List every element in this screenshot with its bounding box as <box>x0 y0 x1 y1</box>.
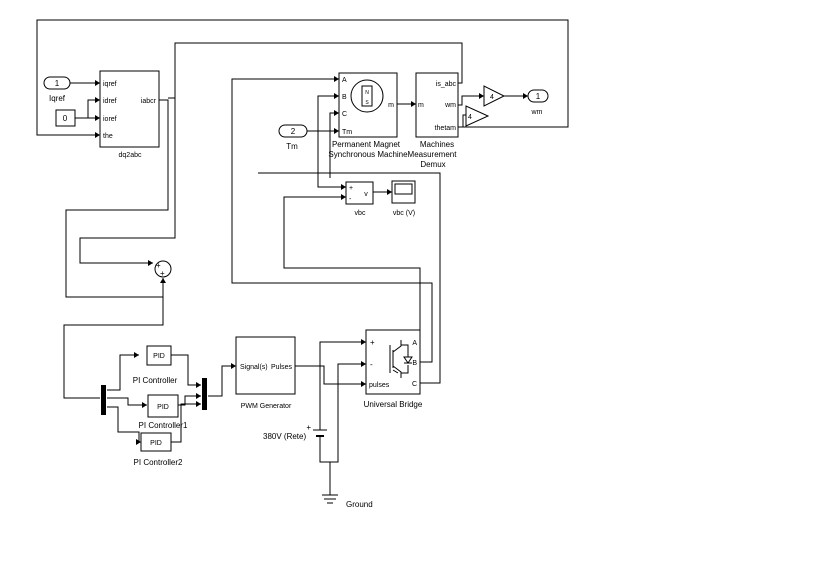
pid-text: PID <box>153 353 165 360</box>
bridge-port-plus: + <box>370 338 375 347</box>
pmsm-name-line2: Synchronous Machine <box>328 150 408 159</box>
demux-name-line1: Machines <box>420 140 454 149</box>
gain-block-1[interactable]: 4 <box>483 85 506 107</box>
constant-zero-value: 0 <box>63 114 68 123</box>
ground-block[interactable]: Ground <box>322 494 373 509</box>
pmsm-port-b: B <box>342 94 347 101</box>
bridge-port-c: C <box>412 381 417 388</box>
pi-controller1-block[interactable]: PID PI Controller1 <box>139 394 188 430</box>
pmsm-port-a: A <box>342 77 347 84</box>
tm-inport-number: 2 <box>291 127 296 136</box>
arrow-heads <box>95 76 528 445</box>
signal-lines <box>36 19 569 495</box>
svg-text:N: N <box>365 90 369 96</box>
bridge-port-b: B <box>412 360 417 367</box>
pmsm-block[interactable]: A B C Tm m N S Permanent Magnet Synchron… <box>328 72 408 159</box>
sum-block[interactable]: + + <box>154 260 172 278</box>
pwm-name: PWM Generator <box>241 403 292 410</box>
dc-name: 380V (Rete) <box>263 432 306 441</box>
scope-block[interactable]: vbc (V) <box>391 180 416 217</box>
pwm-port-in: Signal(s) <box>240 364 268 371</box>
dc-plus-sign: + <box>306 423 311 432</box>
gain1-value: 4 <box>490 94 494 101</box>
dq2abc-name: dq2abc <box>119 152 142 159</box>
tm-inport-label: Tm <box>286 142 298 151</box>
dq2abc-port-ioref: ioref <box>103 116 117 123</box>
dq2abc-port-idref: idref <box>103 98 117 105</box>
pid1-text: PID <box>157 404 169 411</box>
vbc-measurement-block[interactable]: + - v vbc <box>345 181 374 217</box>
ground-name: Ground <box>346 500 373 509</box>
dq2abc-port-iabcr: iabcr <box>141 98 157 105</box>
bridge-port-a: A <box>412 340 417 347</box>
dq2abc-port-iqref: iqref <box>103 81 117 88</box>
gain-block-2[interactable]: 4 <box>465 105 490 127</box>
pi-controller2-name: PI Controller2 <box>134 458 183 467</box>
bridge-port-minus: - <box>370 360 373 369</box>
vbc-minus: - <box>349 196 352 203</box>
demux-name-line3: Demux <box>420 160 445 169</box>
vbc-symbol: v <box>364 191 368 198</box>
sum-sign-2: + <box>160 269 165 278</box>
pmsm-name-line1: Permanent Magnet <box>332 140 401 149</box>
wm-outport-block[interactable]: 1 wm <box>527 89 549 116</box>
demux-port-wm: wm <box>444 102 456 109</box>
demux-port-m: m <box>418 102 424 109</box>
demux-port-is-abc: is_abc <box>436 81 457 88</box>
iqref-inport-label: Iqref <box>49 94 66 103</box>
dq2abc-block[interactable]: iqref idref ioref the iabcr dq2abc <box>99 70 160 159</box>
vbc-plus: + <box>349 185 353 192</box>
pmsm-port-tm: Tm <box>342 129 352 136</box>
dc-source-block[interactable]: + 380V (Rete) <box>263 423 327 446</box>
pmsm-port-m: m <box>388 102 394 109</box>
universal-bridge-block[interactable]: + - pulses A B C Universal Bridge <box>364 329 423 409</box>
pwm-generator-block[interactable]: Signal(s) Pulses PWM Generator <box>235 336 296 410</box>
pi-controller-block[interactable]: PID PI Controller <box>133 345 178 385</box>
bridge-port-pulses: pulses <box>369 382 390 389</box>
sum-sign-1: + <box>156 261 161 270</box>
pi-controller1-name: PI Controller1 <box>139 421 188 430</box>
demux-bar[interactable] <box>101 385 106 415</box>
pid2-text: PID <box>150 440 162 447</box>
dq2abc-port-the: the <box>103 133 113 140</box>
demux-port-thetam: thetam <box>435 125 457 132</box>
iqref-inport-block[interactable]: 1 Iqref <box>43 76 71 103</box>
machines-measurement-demux-block[interactable]: m is_abc wm thetam Machines Measurement … <box>408 72 459 169</box>
wm-outport-number: 1 <box>536 92 541 101</box>
scope-name: vbc (V) <box>393 210 415 217</box>
demux-name-line2: Measurement <box>408 150 458 159</box>
pmsm-port-c: C <box>342 111 347 118</box>
iqref-inport-number: 1 <box>55 79 60 88</box>
gain2-value: 4 <box>468 114 472 121</box>
bridge-name: Universal Bridge <box>364 400 423 409</box>
mux-bar[interactable] <box>202 378 207 410</box>
igbt-diode-icon <box>389 340 413 378</box>
wm-outport-label: wm <box>531 109 543 116</box>
pi-controller-name: PI Controller <box>133 376 178 385</box>
pwm-port-out: Pulses <box>271 364 293 371</box>
svg-text:S: S <box>365 100 369 106</box>
vbc-name: vbc <box>355 210 366 217</box>
constant-zero-block[interactable]: 0 <box>55 109 76 127</box>
motor-icon: N S <box>350 79 384 113</box>
tm-inport-block[interactable]: 2 Tm <box>278 124 308 151</box>
pi-controller2-block[interactable]: PID PI Controller2 <box>134 432 183 467</box>
